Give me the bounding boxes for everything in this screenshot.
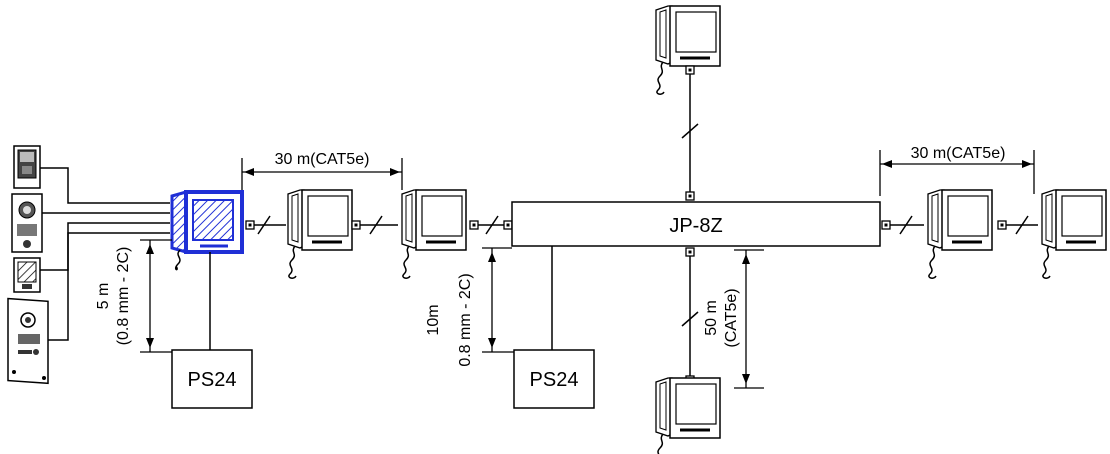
top-right-dimension-label: 30 m(CAT5e) <box>911 145 1006 162</box>
right-distance-label: 50 m <box>703 300 720 336</box>
hub-label: JP-8Z <box>669 215 722 237</box>
power-supply-left-label: PS24 <box>188 369 237 391</box>
top-right-dimension: 30 m(CAT5e) <box>879 145 1035 196</box>
hub-box <box>511 201 881 247</box>
left-vertical-dimension: 5 m (0.8 mm - 2C) <box>95 239 172 353</box>
top-left-dimension: 30 m(CAT5e) <box>241 151 403 190</box>
left-wire-label: (0.8 mm - 2C) <box>115 247 132 346</box>
door-station-1 <box>13 145 41 189</box>
power-supply-center-label: PS24 <box>530 369 579 391</box>
power-supply-left <box>171 349 253 409</box>
center-vertical-dimension: 10m 0.8 mm - 2C) <box>425 247 514 367</box>
monitor-right-2 <box>1040 188 1108 280</box>
monitor-right-1 <box>926 188 994 280</box>
door-station-3 <box>13 257 41 293</box>
monitor-2 <box>400 188 468 280</box>
right-wire-label: (CAT5e) <box>723 288 740 347</box>
power-supply-center <box>513 349 595 409</box>
door-station-2 <box>11 193 43 253</box>
master-monitor <box>170 190 244 271</box>
center-wire-label: 0.8 mm - 2C) <box>457 273 474 366</box>
top-left-dimension-label: 30 m(CAT5e) <box>275 151 370 168</box>
center-distance-label: 10m <box>425 304 442 335</box>
door-station-4 <box>7 297 49 385</box>
right-vertical-dimension: 50 m (CAT5e) <box>703 249 764 389</box>
monitor-top <box>654 4 722 96</box>
monitor-1 <box>286 188 354 280</box>
left-distance-label: 5 m <box>95 283 112 310</box>
monitor-bottom <box>654 376 722 454</box>
